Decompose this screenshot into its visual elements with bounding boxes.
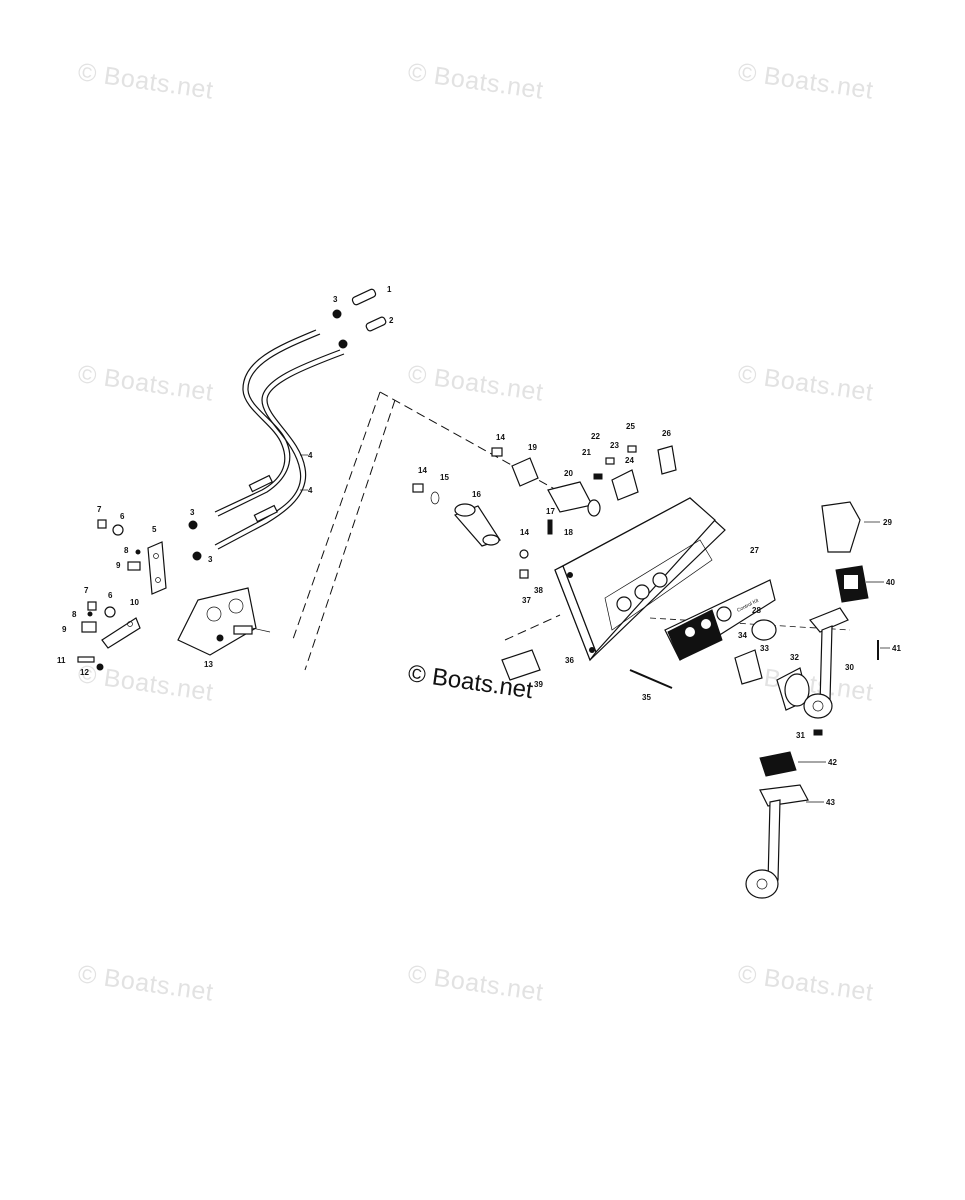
callout: 43 <box>826 798 835 807</box>
callout: 12 <box>80 668 89 677</box>
control-cables <box>214 329 345 550</box>
callout: 3 <box>208 555 213 564</box>
callout: 8 <box>124 546 129 555</box>
shaft-assembly <box>412 445 677 579</box>
callout: 29 <box>883 518 892 527</box>
callout: 4 <box>308 486 313 495</box>
callout-labels: 1 2 3 3 3 4 4 5 6 6 7 7 8 8 9 9 10 11 12… <box>57 285 901 807</box>
callout: 8 <box>72 610 77 619</box>
callout: 36 <box>565 656 574 665</box>
callout: 32 <box>790 653 799 662</box>
callout: 39 <box>534 680 543 689</box>
callout: 7 <box>97 505 102 514</box>
callout: 18 <box>564 528 573 537</box>
callout: 28 <box>752 606 761 615</box>
callout: 26 <box>662 429 671 438</box>
callout: 14 <box>520 528 529 537</box>
callout: 35 <box>642 693 651 702</box>
callout: 15 <box>440 473 449 482</box>
callout: 14 <box>496 433 505 442</box>
leader-lines <box>300 454 890 803</box>
bracket-and-screw <box>501 649 673 689</box>
cable-terminals <box>188 288 387 561</box>
callout: 14 <box>418 466 427 475</box>
callout: 13 <box>204 660 213 669</box>
callout: 34 <box>738 631 747 640</box>
shift-lever <box>77 601 141 671</box>
callout: 22 <box>591 432 600 441</box>
handle-pad <box>759 751 797 777</box>
callout: 7 <box>84 586 89 595</box>
callout: 11 <box>57 656 66 665</box>
callout: 1 <box>387 285 392 294</box>
callout: 42 <box>828 758 837 767</box>
callout: 6 <box>108 591 113 600</box>
callout: 21 <box>582 448 591 457</box>
control-handle <box>803 607 879 736</box>
callout: 33 <box>760 644 769 653</box>
control-box <box>554 497 726 662</box>
callout: 40 <box>886 578 895 587</box>
callout: 38 <box>534 586 543 595</box>
name-plate <box>664 579 776 661</box>
callout: 31 <box>796 731 805 740</box>
callout: 5 <box>152 525 157 534</box>
callout: 3 <box>190 508 195 517</box>
alt-control-handle <box>745 784 809 899</box>
callout: 17 <box>546 507 555 516</box>
callout: 23 <box>610 441 619 450</box>
callout: 25 <box>626 422 635 431</box>
callout: 37 <box>522 596 531 605</box>
callout: 30 <box>845 663 854 672</box>
callout: 10 <box>130 598 139 607</box>
throttle-lever-bracket <box>97 519 167 595</box>
dashed-outline <box>291 391 851 671</box>
callout: 6 <box>120 512 125 521</box>
callout: 4 <box>308 451 313 460</box>
cover-plate <box>177 587 271 656</box>
callout: 27 <box>750 546 759 555</box>
callout: 9 <box>62 625 67 634</box>
callout: 3 <box>333 295 338 304</box>
callout: 16 <box>472 490 481 499</box>
callout: 20 <box>564 469 573 478</box>
callout: 24 <box>625 456 634 465</box>
handle-hub <box>734 619 810 711</box>
throttle-button <box>821 501 869 603</box>
callout: 19 <box>528 443 537 452</box>
callout: 41 <box>892 644 901 653</box>
callout: 2 <box>389 316 394 325</box>
callout: 9 <box>116 561 121 570</box>
